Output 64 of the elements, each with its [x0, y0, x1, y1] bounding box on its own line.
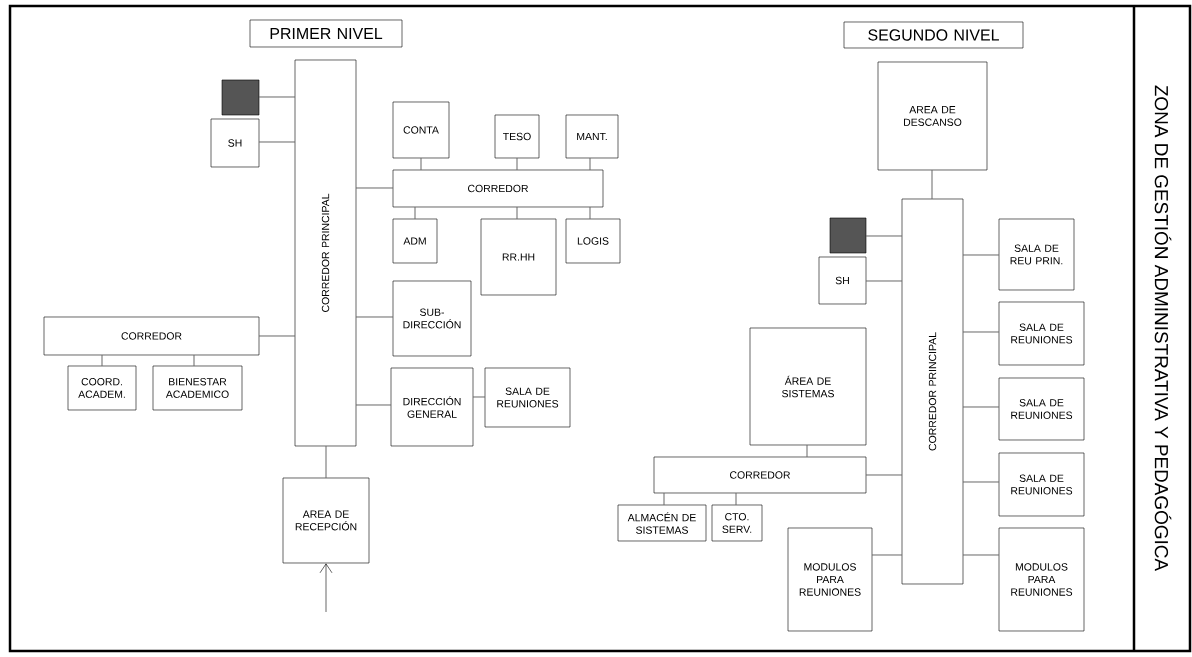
zone-title: ZONA DE GESTIÓN ADMINISTRATIVA Y PEDAGÓGICA: [1154, 85, 1172, 572]
connector-line: [356, 187, 393, 189]
connector-line: [589, 207, 591, 219]
connector-line: [259, 96, 295, 98]
room-box: RR.HH: [480, 218, 557, 296]
room-box: ÁREA DE SISTEMAS: [749, 327, 867, 446]
connector-line: [193, 355, 195, 366]
connector-line: [356, 316, 393, 318]
room-box: SH: [818, 256, 867, 305]
room-box: CONTA: [392, 101, 450, 159]
connector-line: [414, 207, 416, 219]
connector-line: [516, 207, 518, 219]
room-box: COORD. ACADEM.: [67, 365, 137, 411]
room-box: SALA DE REUNIONES: [998, 377, 1085, 441]
arrow: [319, 563, 333, 613]
room-box: SH: [210, 118, 260, 168]
corridor-box: CORREDOR: [653, 456, 867, 494]
connector-line: [963, 554, 999, 556]
room-box: BIENESTAR ACADEMICO: [152, 365, 243, 411]
connector-line: [963, 254, 999, 256]
hatched-box: [829, 217, 867, 254]
corridor-box: CORREDOR: [43, 316, 260, 356]
connector-line: [516, 158, 518, 170]
room-box: AREA DE DESCANSO: [877, 61, 988, 171]
room-box: SALA DE REU PRIN.: [998, 218, 1075, 291]
room-box: SUB-DIRECCIÓN: [392, 280, 472, 357]
connector-line: [866, 235, 902, 237]
room-box: TESO: [494, 114, 540, 159]
level-title: SEGUNDO NIVEL: [843, 21, 1024, 49]
connector-line: [963, 481, 999, 483]
connector-line: [866, 474, 902, 476]
room-box: SALA DE REUNIONES: [998, 452, 1085, 517]
connector-line: [325, 446, 327, 478]
room-box: SALA DE REUNIONES: [998, 301, 1085, 366]
room-box: DIRECCIÓN GENERAL: [390, 367, 474, 447]
connector-line: [963, 331, 999, 333]
room-box: LOGIS: [565, 218, 621, 264]
connector-line: [473, 396, 485, 398]
room-box: MODULOS PARA REUNIONES: [998, 527, 1085, 632]
corridor-box: CORREDOR PRINCIPAL: [294, 59, 357, 447]
room-box: MANT.: [565, 114, 619, 159]
level-title: PRIMER NIVEL: [249, 19, 403, 48]
connector-line: [663, 493, 665, 505]
corridor-box: CORREDOR: [392, 169, 604, 208]
connector-line: [259, 141, 295, 143]
room-box: CTO. SERV.: [711, 504, 763, 542]
connector-line: [931, 170, 933, 199]
connector-line: [872, 554, 902, 556]
connector-line: [259, 335, 295, 337]
room-box: ALMACÉN DE SISTEMAS: [617, 504, 707, 542]
connector-line: [356, 404, 391, 406]
connector-line: [589, 158, 591, 170]
room-box: AREA DE RECEPCIÓN: [282, 477, 370, 564]
corridor-box: CORREDOR PRINCIPAL: [901, 198, 964, 585]
connector-line: [866, 280, 902, 282]
room-box: MODULOS PARA REUNIONES: [787, 527, 873, 632]
room-box: ADM: [392, 218, 438, 264]
connector-line: [101, 355, 103, 366]
hatched-box: [221, 79, 260, 116]
connector-line: [963, 406, 999, 408]
connector-line: [420, 158, 422, 170]
connector-line: [806, 445, 808, 457]
room-box: SALA DE REUNIONES: [484, 367, 571, 428]
connector-line: [735, 493, 737, 505]
